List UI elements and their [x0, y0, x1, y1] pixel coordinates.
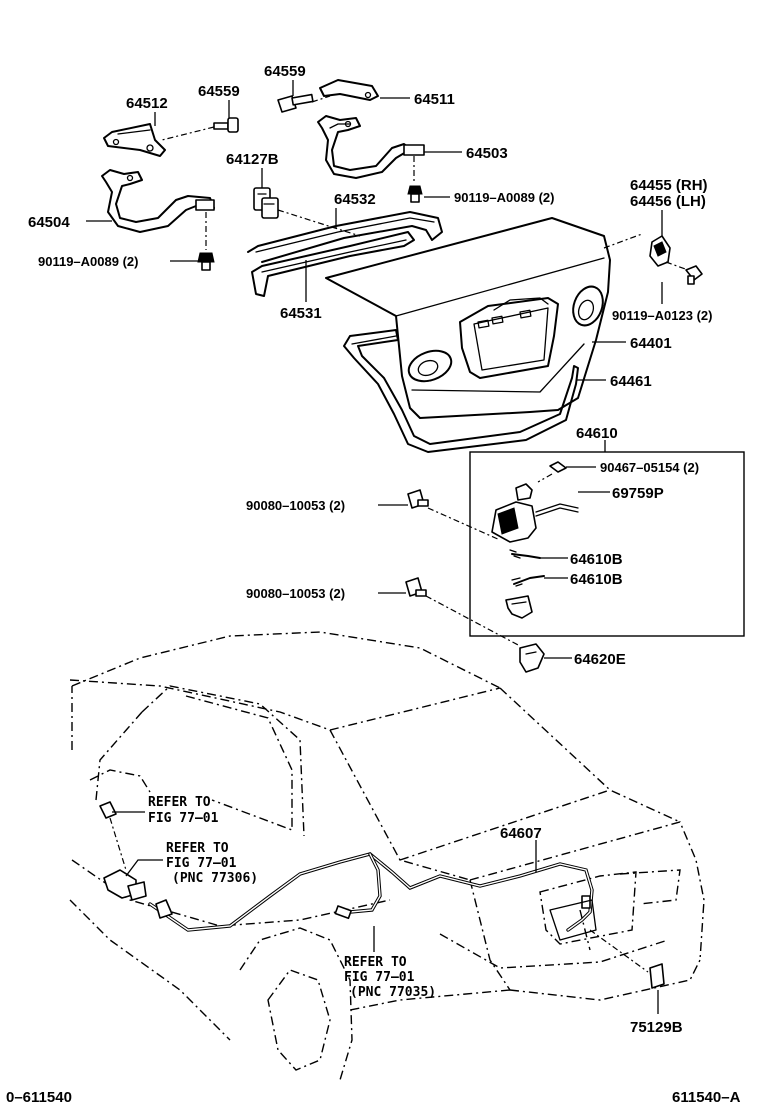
- trunk-lid-64401[interactable]: [325, 217, 611, 419]
- screw-90467-05154[interactable]: [549, 461, 567, 473]
- bracket-64127b[interactable]: [253, 187, 279, 219]
- label-90119-a0123: 90119–A0123 (2): [612, 308, 712, 323]
- dash-90080-lower: [425, 595, 521, 647]
- label-90080-lower: 90080–10053 (2): [246, 586, 345, 601]
- latch-striker[interactable]: [505, 595, 533, 619]
- license-plate-bracket[interactable]: [549, 899, 649, 973]
- striker-64620e[interactable]: [519, 643, 545, 673]
- hinge-arm-64503[interactable]: [317, 115, 425, 179]
- label-64531: 64531: [280, 305, 322, 322]
- rod-64610b-2[interactable]: [511, 575, 545, 587]
- ref1-line2: FIG 77–01: [148, 811, 219, 826]
- ref3-line2: FIG 77–01: [344, 970, 415, 985]
- lock-69759p[interactable]: [491, 483, 579, 543]
- label-64455: 64455 (RH): [630, 177, 708, 194]
- dash-64455-screw: [665, 261, 689, 271]
- label-64512: 64512: [126, 95, 168, 112]
- label-90467: 90467–05154 (2): [600, 460, 699, 475]
- label-64620e: 64620E: [574, 651, 626, 668]
- torsion-bar-64532[interactable]: [247, 211, 443, 263]
- hinge-64512[interactable]: [103, 123, 166, 157]
- dash-64511: [311, 95, 331, 103]
- torsion-bar-64531[interactable]: [251, 231, 415, 297]
- label-64127b: 64127B: [226, 151, 279, 168]
- dash-90080-upper: [427, 507, 501, 541]
- label-90119-a0089-left: 90119–A0089 (2): [38, 254, 138, 269]
- ref3-line3: (PNC 77035): [350, 985, 436, 1000]
- label-64504: 64504: [28, 214, 70, 231]
- label-64559-left: 64559: [198, 83, 240, 100]
- ref3-line1: REFER TO: [344, 955, 407, 970]
- label-64610b-1: 64610B: [570, 551, 623, 568]
- opener-handle[interactable]: [99, 801, 173, 919]
- hinge-64511[interactable]: [319, 79, 379, 101]
- weatherstrip-64461[interactable]: [343, 329, 579, 453]
- dash-64455: [603, 233, 643, 249]
- label-64610: 64610: [576, 425, 618, 442]
- dash-90467: [537, 473, 553, 483]
- nut-90119-a0089-right[interactable]: [407, 185, 423, 203]
- footer-right-code: 611540–A: [672, 1089, 741, 1106]
- bolt-64559-left[interactable]: [213, 117, 239, 133]
- label-64610b-2: 64610B: [570, 571, 623, 588]
- label-64532: 64532: [334, 191, 376, 208]
- footer-left-code: 0–611540: [6, 1089, 72, 1106]
- label-75129b: 75129B: [630, 1019, 683, 1036]
- dash-64127b: [277, 209, 361, 237]
- ref2-line1: REFER TO: [166, 841, 229, 856]
- label-90080-upper: 90080–10053 (2): [246, 498, 345, 513]
- nut-90119-a0089-left[interactable]: [197, 252, 215, 271]
- stopper-64455-64456[interactable]: [649, 235, 671, 267]
- hinge-arm-64504[interactable]: [101, 169, 215, 233]
- lock-assembly-box-64610: [469, 451, 745, 637]
- label-64511: 64511: [414, 91, 455, 108]
- ref2-line3: (PNC 77306): [172, 871, 258, 886]
- bolt-90080-lower[interactable]: [405, 577, 427, 597]
- label-64503: 64503: [466, 145, 508, 162]
- screw-90119-a0123[interactable]: [685, 265, 703, 285]
- ref2-line2: FIG 77–01: [166, 856, 237, 871]
- dash-opener: [109, 817, 127, 871]
- rod-64610b-1[interactable]: [509, 549, 541, 559]
- label-64607: 64607: [500, 825, 542, 842]
- label-64401: 64401: [630, 335, 672, 352]
- label-90119-a0089-right: 90119–A0089 (2): [454, 190, 554, 205]
- bolt-90080-upper[interactable]: [407, 489, 429, 509]
- ref1-line1: REFER TO: [148, 795, 211, 810]
- bolt-64559-top[interactable]: [277, 93, 314, 113]
- clip-75129b[interactable]: [649, 963, 665, 989]
- label-64559-top: 64559: [264, 63, 306, 80]
- label-64461: 64461: [610, 373, 652, 390]
- dash-64559-left: [161, 126, 215, 141]
- label-64456: 64456 (LH): [630, 193, 706, 210]
- release-cable-64607[interactable]: [148, 852, 594, 932]
- label-69759p: 69759P: [612, 485, 664, 502]
- leader-ref2: [125, 859, 163, 877]
